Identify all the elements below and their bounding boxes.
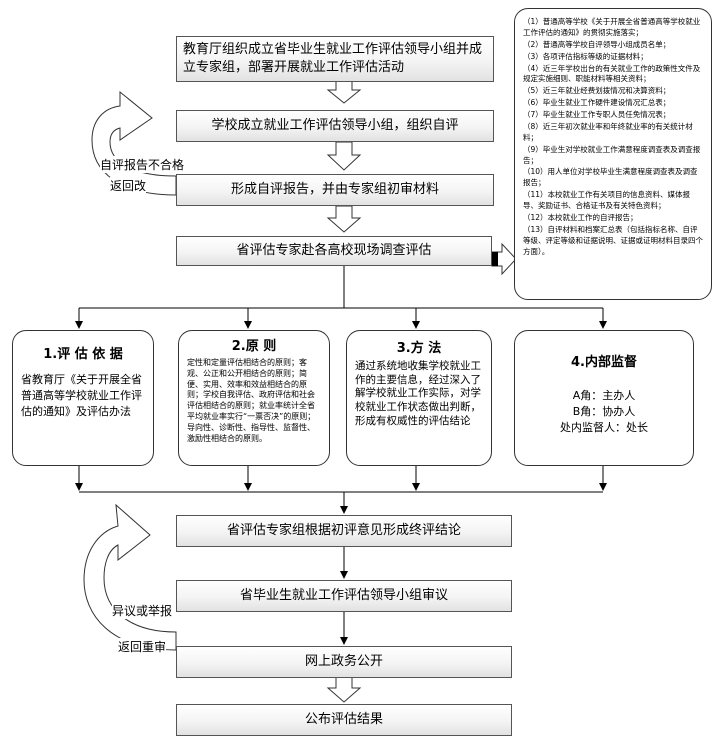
loop-label-objection: 异议或举报 [112, 602, 173, 619]
note-item-13: （13）自评材料和档案汇总表（包括指标名称、自评等级、评定等级和证据说明、证据或… [523, 224, 703, 256]
note-item-1: （1）普通高等学校《关于开展全省普通高等学校就业工作评估的通知》的贯彻实施落实； [523, 17, 701, 37]
step-announce-results: 公布评估结果 [176, 704, 512, 736]
block-arrow-1 [326, 79, 362, 104]
step-5-text: 省评估专家组根据初评意见形成终评结论 [226, 523, 461, 539]
column-4-line2: B角：协办人 [572, 404, 636, 418]
column-evaluation-basis: 1.评 估 依 据 省教育厅《关于开展全省普通高等学校就业工作评估的通知》及评估… [12, 330, 154, 466]
column-principles: 2.原 则 定性和定量评估相结合的原则；客观、公正和公开相结合的原则；简便、实用… [178, 330, 330, 466]
column-2-body: 定性和定量评估相结合的原则；客观、公正和公开相结合的原则；简便、实用、效率和效益… [187, 358, 316, 443]
column-methods: 3.方 法 通过系统地收集学校就业工作的主要信息，经过深入了解学校就业工作实际，… [346, 330, 492, 466]
step-final-conclusion: 省评估专家组根据初评意见形成终评结论 [176, 515, 512, 547]
block-arrow-3 [326, 205, 362, 233]
step-7-text: 网上政务公开 [304, 654, 383, 670]
note-item-4: （4）近三年学校出台的有关就业工作的政策性文件及规定实施细则、职能材料等相关资料… [523, 63, 701, 84]
column-1-body: 省教育厅《关于开展全省普通高等学校就业工作评估的通知》及评估办法 [21, 373, 142, 418]
note-item-5: （5）近三年就业经费划拨情况和决算资料； [523, 86, 671, 96]
column-3-body: 通过系统地收集学校就业工作的主要信息，经过深入了解学校就业工作实际，对学校就业工… [355, 360, 481, 427]
materials-list-note: （1）普通高等学校《关于开展全省普通高等学校就业工作评估的通知》的贯彻实施落实；… [514, 8, 712, 300]
loop-label-return-revise: 返回改 [110, 177, 147, 194]
bottom-loop-arrow [83, 503, 177, 651]
loop-label-unqualified: 自评报告不合格 [100, 156, 185, 173]
step-self-report: 形成自评报告，并由专家组初审材料 [176, 174, 494, 206]
note-item-11: （11）本校就业工作有关项目的信息资料、媒体报导、奖励证书、合格证书及有关特色资… [523, 190, 691, 210]
column-4-line3: 处内监督人：处长 [560, 420, 648, 434]
block-arrow-2 [326, 141, 362, 171]
step-onsite-evaluation: 省评估专家赴各高校现场调查评估 [176, 236, 492, 266]
column-4-title: 4.内部监督 [571, 355, 637, 370]
step-8-text: 公布评估结果 [304, 712, 383, 728]
step-1-text: 教育厅组织成立省毕业生就业工作评估领导小组并成立专家组，部署开展就业工作评估活动 [183, 42, 483, 75]
column-3-title: 3.方 法 [396, 341, 442, 356]
step-3-text: 形成自评报告，并由专家组初审材料 [230, 182, 439, 198]
column-1-title: 1.评 估 依 据 [43, 347, 123, 362]
note-item-6: （6）毕业生就业工作硬件建设情况汇总表； [523, 98, 671, 108]
note-item-3: （3）各项评估指标等级的证据材料； [523, 51, 648, 61]
step-2-text: 学校成立就业工作评估领导小组，组织自评 [211, 118, 459, 134]
step-6-text: 省毕业生就业工作评估领导小组审议 [239, 588, 448, 604]
step-review: 省毕业生就业工作评估领导小组审议 [176, 580, 512, 612]
step-form-leading-group: 教育厅组织成立省毕业生就业工作评估领导小组并成立专家组，部署开展就业工作评估活动 [176, 36, 494, 82]
step-4-text: 省评估专家赴各高校现场调查评估 [236, 243, 432, 259]
column-2-title: 2.原 则 [231, 339, 277, 354]
note-item-7: （7）毕业生就业工作专职人员任免情况表； [523, 110, 671, 119]
step-school-self-eval: 学校成立就业工作评估领导小组，组织自评 [176, 110, 494, 142]
loop-label-return-review: 返回重审 [118, 638, 167, 655]
note-item-2: （2）普通高等学校自评领导小组成员名单； [523, 39, 671, 49]
note-item-8: （8）近三年初次就业率和年终就业率的有关统计材料； [523, 121, 693, 142]
note-item-12: （12）本校就业工作的自评报告； [523, 212, 638, 222]
note-item-9: （9）毕业生对学校就业工作满意程度调查表及调查报告； [523, 144, 701, 165]
step-publish-online: 网上政务公开 [176, 646, 512, 678]
column-4-line1: A角：主办人 [572, 389, 636, 402]
note-item-10: （10）用人单位对学校毕业生满意程度调查表及调查报告； [523, 167, 698, 188]
column-internal-supervision: 4.内部监督 A角：主办人 B角：协办人 处内监督人：处长 [514, 330, 694, 466]
block-arrow-4 [326, 675, 362, 703]
